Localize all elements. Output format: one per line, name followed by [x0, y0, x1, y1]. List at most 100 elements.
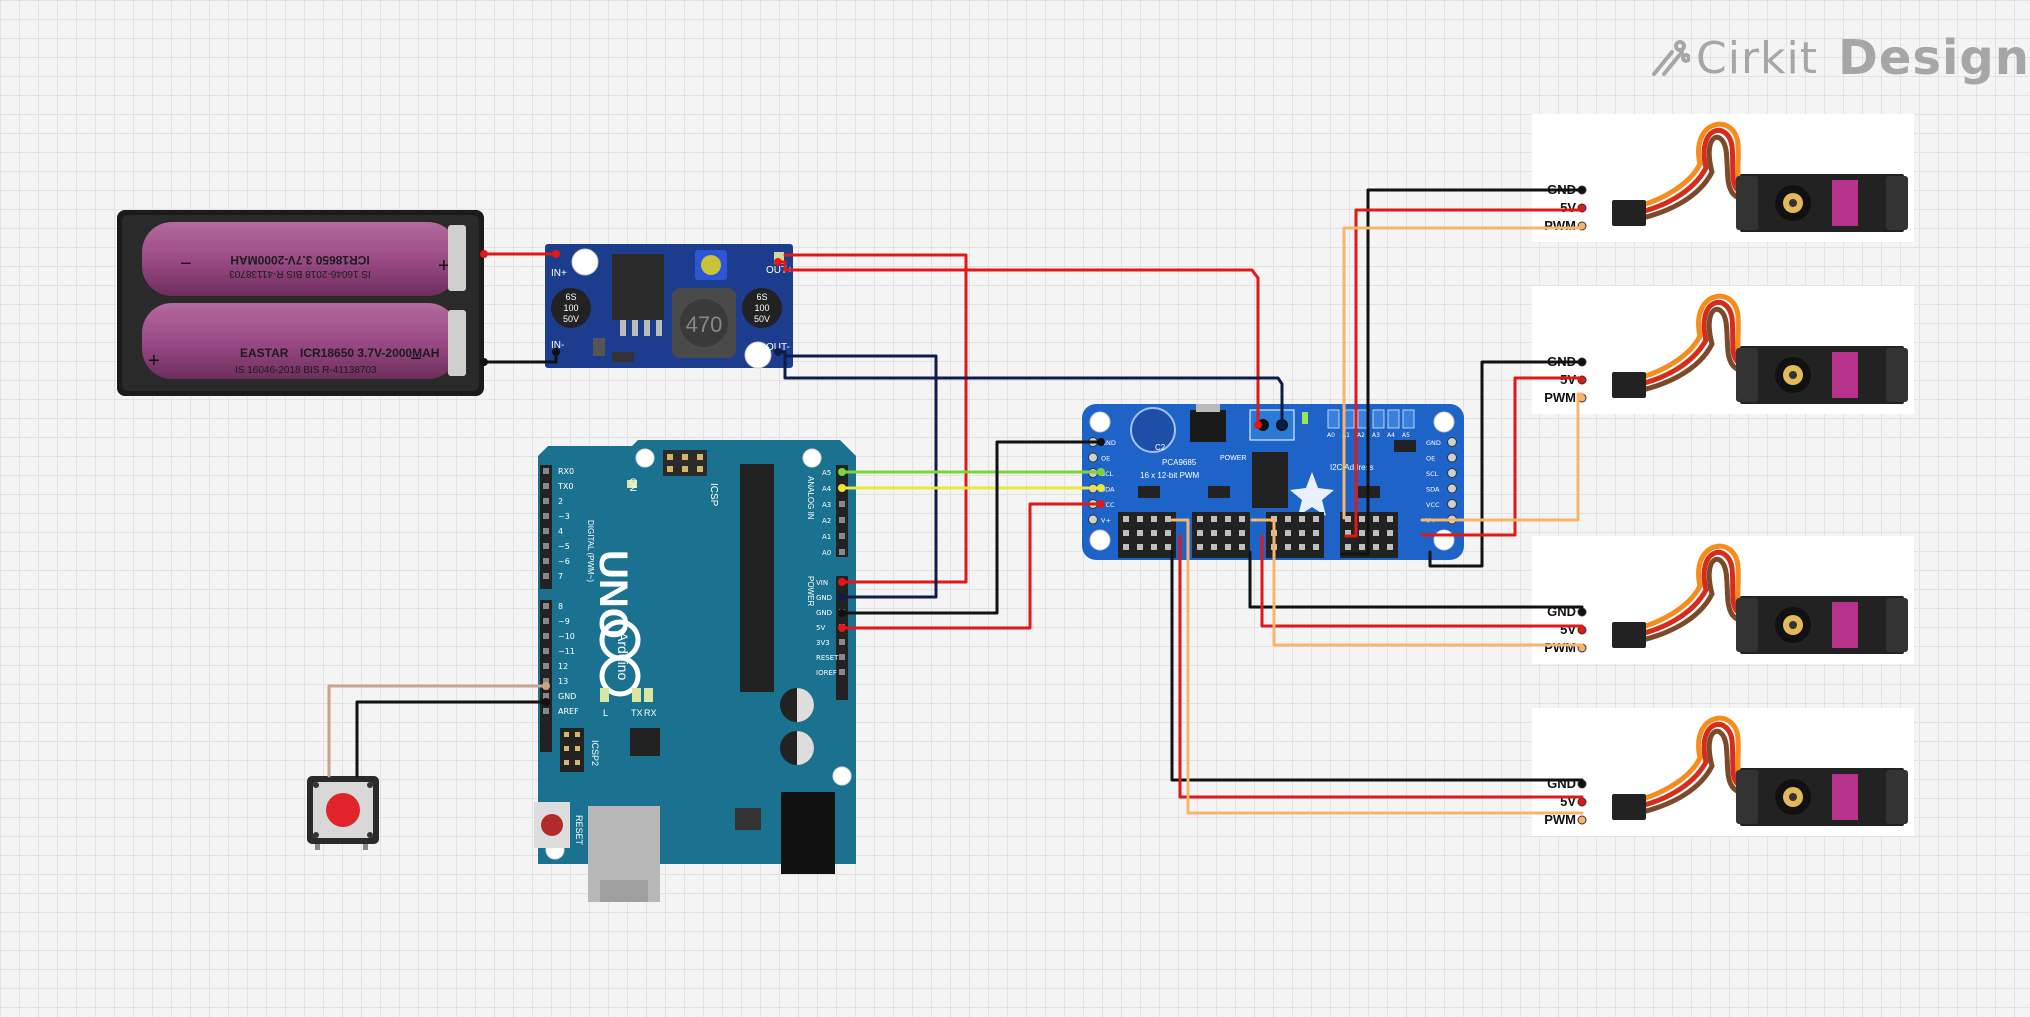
- wire-button-signal[interactable]: [327, 684, 548, 778]
- buck-converter[interactable]: 470 6S 100 50V 6S 100 50V IN+ IN- OUT+ O…: [545, 244, 793, 369]
- pca-side-pin[interactable]: [1447, 499, 1457, 509]
- wire-servo3-5v[interactable]: [1260, 534, 1584, 628]
- arduino-pin[interactable]: [543, 648, 549, 654]
- servo-header-pin[interactable]: [1313, 516, 1319, 522]
- servo-header-pin[interactable]: [1123, 544, 1129, 550]
- wire-endpoint[interactable]: [774, 348, 782, 356]
- dc-jack[interactable]: [781, 792, 835, 874]
- wire-servo4-pwm[interactable]: [1170, 518, 1584, 815]
- servo-header-pin[interactable]: [1225, 530, 1231, 536]
- arduino-pin[interactable]: [543, 528, 549, 534]
- servo-header-pin[interactable]: [1345, 544, 1351, 550]
- wire-endpoint[interactable]: [838, 609, 846, 617]
- wire-servo2-pwm[interactable]: [1420, 392, 1584, 522]
- arduino-pin[interactable]: [839, 533, 845, 539]
- servo-connector[interactable]: [1612, 200, 1646, 226]
- servo-header-pin[interactable]: [1165, 530, 1171, 536]
- pca-side-pin[interactable]: [1447, 483, 1457, 494]
- wire-endpoint[interactable]: [552, 250, 560, 258]
- wire-button-gnd[interactable]: [355, 700, 548, 778]
- servo-header-pin[interactable]: [1373, 516, 1379, 522]
- pca-side-pin[interactable]: [1088, 452, 1098, 463]
- wire-servo1-5v[interactable]: [1344, 208, 1584, 538]
- servo-header-pin[interactable]: [1225, 516, 1231, 522]
- arduino-uno[interactable]: ICSP ON UNO Arduino L TX RX RESET: [534, 440, 856, 902]
- servo-header-pin[interactable]: [1123, 530, 1129, 536]
- servo-header-pin[interactable]: [1359, 530, 1365, 536]
- wire-endpoint[interactable]: [542, 682, 550, 690]
- servo-header-pin[interactable]: [1197, 544, 1203, 550]
- wire-endpoint[interactable]: [838, 484, 846, 492]
- servo-header-pin[interactable]: [1285, 516, 1291, 522]
- arduino-pin[interactable]: [543, 663, 549, 669]
- wire-endpoint[interactable]: [1097, 484, 1105, 492]
- servo-header-pin[interactable]: [1151, 530, 1157, 536]
- push-button[interactable]: [307, 776, 379, 850]
- servo-header-pin[interactable]: [1197, 516, 1203, 522]
- servo-header-pin[interactable]: [1285, 544, 1291, 550]
- arduino-pin[interactable]: [543, 558, 549, 564]
- arduino-pin[interactable]: [543, 573, 549, 579]
- wire-endpoint[interactable]: [1097, 500, 1105, 508]
- servo-header-pin[interactable]: [1137, 530, 1143, 536]
- servo-header-pin[interactable]: [1373, 544, 1379, 550]
- wire-endpoint[interactable]: [1097, 468, 1105, 476]
- battery-holder[interactable]: ICR18650 3.7V-2000MAH IS 16046-2018 BIS …: [117, 210, 484, 396]
- pca-side-pin[interactable]: [1447, 452, 1457, 463]
- servo-header-pin[interactable]: [1225, 544, 1231, 550]
- arduino-pin[interactable]: [543, 543, 549, 549]
- wire-buck-out-plus-to-arduino-vin[interactable]: [783, 253, 968, 584]
- address-jumper[interactable]: [1327, 409, 1340, 429]
- servo-header-pin[interactable]: [1387, 530, 1393, 536]
- servo-header-pin[interactable]: [1165, 516, 1171, 522]
- push-button-cap[interactable]: [326, 793, 360, 827]
- wire-endpoint[interactable]: [1278, 421, 1286, 429]
- arduino-pin[interactable]: [543, 468, 549, 474]
- wire-servo3-gnd[interactable]: [1248, 550, 1584, 609]
- servo-header-pin[interactable]: [1313, 530, 1319, 536]
- wire-endpoint[interactable]: [838, 624, 846, 632]
- servo-header-pin[interactable]: [1387, 544, 1393, 550]
- arduino-pin[interactable]: [543, 498, 549, 504]
- arduino-pin[interactable]: [839, 517, 845, 523]
- wire-endpoint[interactable]: [1097, 438, 1105, 446]
- wire-servo3-pwm[interactable]: [1250, 518, 1584, 647]
- servo-header-pin[interactable]: [1285, 530, 1291, 536]
- wire-endpoint[interactable]: [1254, 421, 1262, 429]
- wire-endpoint[interactable]: [480, 358, 488, 366]
- address-jumper[interactable]: [1387, 409, 1400, 429]
- servo-header-pin[interactable]: [1137, 544, 1143, 550]
- servo-header-pin[interactable]: [1345, 530, 1351, 536]
- servo-header-pin[interactable]: [1211, 516, 1217, 522]
- wire-buck-out-plus-to-pca-vplus[interactable]: [776, 260, 1260, 427]
- servo-header-pin[interactable]: [1373, 530, 1379, 536]
- arduino-pin[interactable]: [543, 693, 549, 699]
- servo-header-pin[interactable]: [1137, 516, 1143, 522]
- servo-header-pin[interactable]: [1239, 516, 1245, 522]
- pca-side-pin[interactable]: [1088, 514, 1098, 525]
- wire-endpoint[interactable]: [480, 250, 488, 258]
- servo-header-pin[interactable]: [1299, 530, 1305, 536]
- servo-header-pin[interactable]: [1239, 530, 1245, 536]
- arduino-pin[interactable]: [839, 549, 845, 555]
- wire-5v-arduino-pca[interactable]: [840, 502, 1103, 630]
- servo-header-pin[interactable]: [1197, 530, 1203, 536]
- servo-header-pin[interactable]: [1123, 516, 1129, 522]
- servo-connector[interactable]: [1612, 794, 1646, 820]
- wire-endpoint[interactable]: [838, 593, 846, 601]
- pca-side-pin[interactable]: [1447, 437, 1457, 447]
- servo-header-pin[interactable]: [1165, 544, 1171, 550]
- arduino-pin[interactable]: [543, 618, 549, 624]
- servo-header-pin[interactable]: [1359, 516, 1365, 522]
- arduino-pin[interactable]: [543, 633, 549, 639]
- wire-endpoint[interactable]: [838, 578, 846, 586]
- arduino-pin[interactable]: [839, 501, 845, 507]
- wire-servo2-gnd[interactable]: [1428, 360, 1584, 568]
- servo-header-pin[interactable]: [1211, 544, 1217, 550]
- wire-gnd-arduino-pca[interactable]: [840, 440, 1103, 615]
